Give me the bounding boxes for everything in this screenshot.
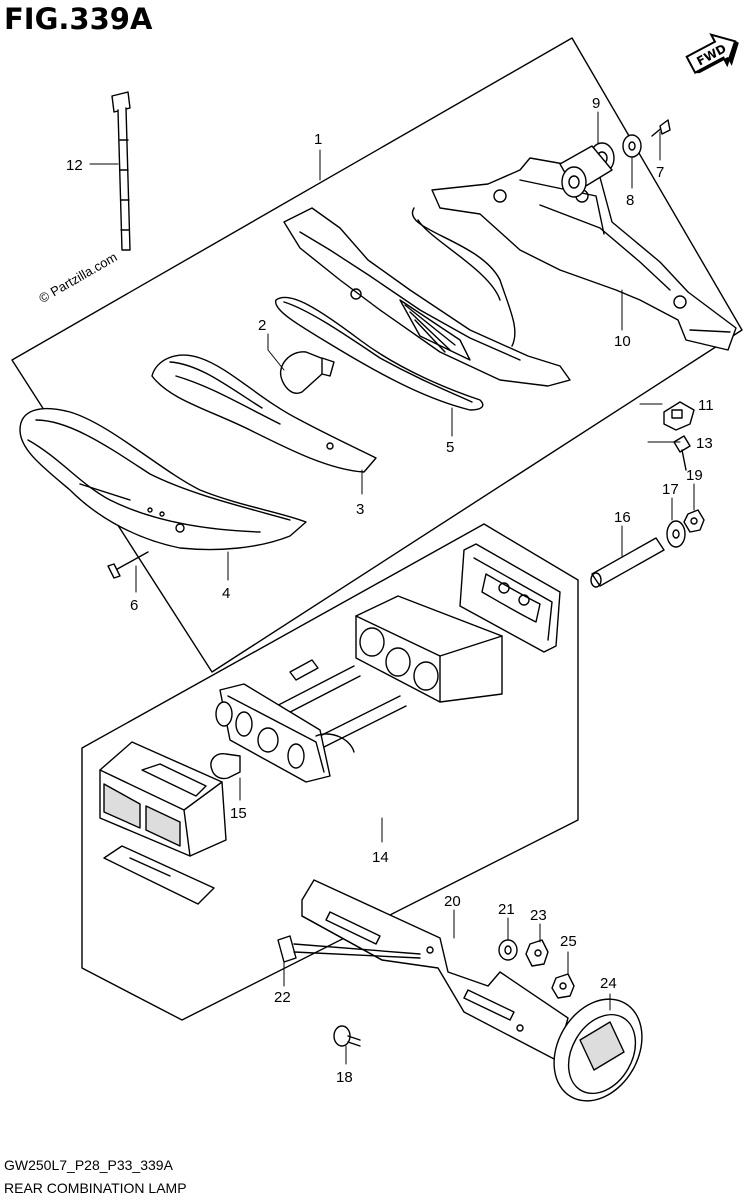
label-part-11: 11 — [698, 397, 714, 414]
label-part-8: 8 — [626, 192, 634, 209]
label-part-14: 14 — [372, 849, 389, 866]
label-part-18: 18 — [336, 1069, 353, 1086]
clip-nut-11 — [663, 401, 695, 431]
label-part-1: 1 — [314, 131, 322, 148]
label-part-2: 2 — [258, 317, 266, 334]
label-part-5: 5 — [446, 439, 454, 456]
reflector-bracket-20 — [301, 879, 569, 1061]
washer-17 — [666, 520, 686, 548]
label-part-20: 20 — [444, 893, 461, 910]
label-part-24: 24 — [600, 975, 617, 992]
washer-8 — [622, 134, 642, 158]
figure-name: REAR COMBINATION LAMP — [4, 1180, 187, 1196]
label-part-23: 23 — [530, 907, 547, 924]
gasket-5 — [275, 296, 484, 411]
label-part-15: 15 — [230, 805, 247, 822]
nut-23 — [525, 939, 549, 967]
outer-lens-4 — [19, 407, 307, 551]
figure-title: FIG.339A — [4, 2, 153, 36]
grommet-9 — [559, 142, 615, 198]
label-part-3: 3 — [356, 501, 364, 518]
reflector-24 — [553, 998, 643, 1102]
license-lamp-gasket — [459, 543, 561, 653]
inner-lens-3 — [151, 354, 377, 473]
lamp-housing — [283, 207, 571, 387]
license-lamp-housing — [355, 595, 503, 703]
label-part-16: 16 — [614, 509, 631, 526]
nut-25 — [551, 973, 575, 999]
lens-plate — [103, 845, 215, 905]
bracket-10 — [431, 157, 737, 351]
screw-13 — [673, 435, 691, 471]
washer-21 — [498, 939, 518, 961]
label-part-17: 17 — [662, 481, 679, 498]
bulb-2 — [279, 351, 335, 394]
label-part-10: 10 — [614, 333, 631, 350]
pin-16 — [590, 537, 665, 588]
label-part-13: 13 — [696, 435, 713, 452]
leader-lines — [89, 111, 695, 1065]
screw-6 — [107, 551, 149, 579]
label-part-7: 7 — [656, 164, 664, 181]
figure-code: GW250L7_P28_P33_339A — [4, 1157, 173, 1173]
label-part-4: 4 — [222, 585, 230, 602]
label-part-21: 21 — [498, 901, 515, 918]
label-part-22: 22 — [274, 989, 291, 1006]
nut-19 — [683, 509, 705, 533]
bolt-22 — [277, 935, 421, 963]
rivet-18 — [333, 1025, 361, 1047]
fwd-arrow-icon: FWD — [685, 33, 739, 75]
label-part-12: 12 — [66, 157, 83, 174]
group-box-1 — [11, 37, 743, 673]
wire-harness — [411, 207, 516, 347]
cable-tie-12 — [111, 91, 131, 251]
label-part-6: 6 — [130, 597, 138, 614]
label-part-19: 19 — [686, 467, 703, 484]
label-part-25: 25 — [560, 933, 577, 950]
license-lamp-lens — [99, 741, 227, 857]
label-part-9: 9 — [592, 95, 600, 112]
screw-7 — [651, 119, 671, 137]
socket-board — [215, 683, 355, 783]
bulb-15 — [210, 753, 241, 780]
group-box-14 — [81, 523, 579, 1021]
